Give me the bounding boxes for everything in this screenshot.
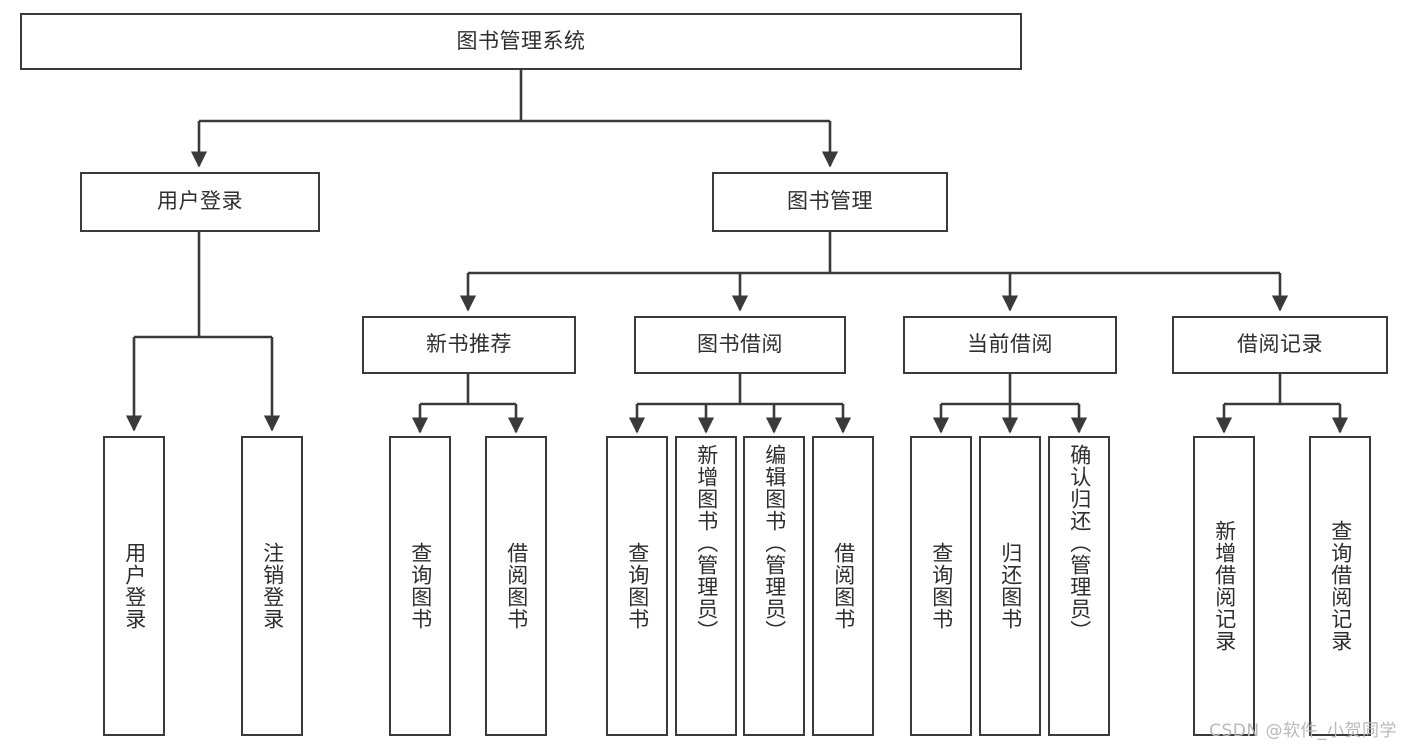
node-borrow-record-label: 借阅记录 — [1237, 332, 1323, 357]
node-new-book-recommend-label: 新书推荐 — [426, 332, 512, 357]
node-leaf-logout-login-label: 注销登录 — [260, 542, 285, 630]
node-user-login[interactable]: 用户登录 — [80, 172, 320, 232]
node-leaf-add-book-admin-label: 新增图书（管理员） — [694, 444, 719, 642]
node-leaf-confirm-return-admin-label: 确认归还（管理员） — [1067, 444, 1092, 642]
node-borrow-record[interactable]: 借阅记录 — [1172, 316, 1388, 374]
node-leaf-borrow-book-2[interactable]: 借阅图书 — [812, 436, 874, 736]
node-leaf-logout-login[interactable]: 注销登录 — [241, 436, 303, 736]
node-new-book-recommend[interactable]: 新书推荐 — [362, 316, 576, 374]
node-book-management-label: 图书管理 — [787, 189, 873, 214]
node-leaf-query-book-3[interactable]: 查询图书 — [910, 436, 972, 736]
node-leaf-borrow-book-2-label: 借阅图书 — [831, 542, 856, 630]
node-leaf-edit-book-admin[interactable]: 编辑图书（管理员） — [743, 436, 805, 736]
node-root-label: 图书管理系统 — [456, 28, 586, 53]
node-user-login-label: 用户登录 — [157, 189, 243, 214]
node-root[interactable]: 图书管理系统 — [20, 13, 1022, 70]
node-leaf-user-login-label: 用户登录 — [122, 542, 147, 630]
node-book-borrow-label: 图书借阅 — [697, 332, 783, 357]
node-current-borrow-label: 当前借阅 — [967, 332, 1053, 357]
node-leaf-borrow-book-1-label: 借阅图书 — [504, 542, 529, 630]
node-leaf-query-borrow-record[interactable]: 查询借阅记录 — [1309, 436, 1371, 736]
node-leaf-edit-book-admin-label: 编辑图书（管理员） — [762, 444, 787, 642]
watermark-text: CSDN @软件_小贺同学 — [1209, 721, 1397, 741]
node-current-borrow[interactable]: 当前借阅 — [903, 316, 1117, 374]
node-leaf-add-borrow-record-label: 新增借阅记录 — [1212, 520, 1237, 652]
node-leaf-borrow-book-1[interactable]: 借阅图书 — [485, 436, 547, 736]
node-book-borrow[interactable]: 图书借阅 — [634, 316, 846, 374]
node-leaf-query-book-1-label: 查询图书 — [408, 542, 433, 630]
node-leaf-add-borrow-record[interactable]: 新增借阅记录 — [1193, 436, 1255, 736]
node-leaf-query-book-3-label: 查询图书 — [929, 542, 954, 630]
node-leaf-confirm-return-admin[interactable]: 确认归还（管理员） — [1048, 436, 1110, 736]
node-book-management[interactable]: 图书管理 — [712, 172, 948, 232]
node-leaf-query-book-2-label: 查询图书 — [625, 542, 650, 630]
node-leaf-return-book-label: 归还图书 — [998, 542, 1023, 630]
node-leaf-query-book-1[interactable]: 查询图书 — [389, 436, 451, 736]
node-leaf-user-login[interactable]: 用户登录 — [103, 436, 165, 736]
node-leaf-query-borrow-record-label: 查询借阅记录 — [1328, 520, 1353, 652]
node-leaf-add-book-admin[interactable]: 新增图书（管理员） — [675, 436, 737, 736]
node-leaf-return-book[interactable]: 归还图书 — [979, 436, 1041, 736]
node-leaf-query-book-2[interactable]: 查询图书 — [606, 436, 668, 736]
